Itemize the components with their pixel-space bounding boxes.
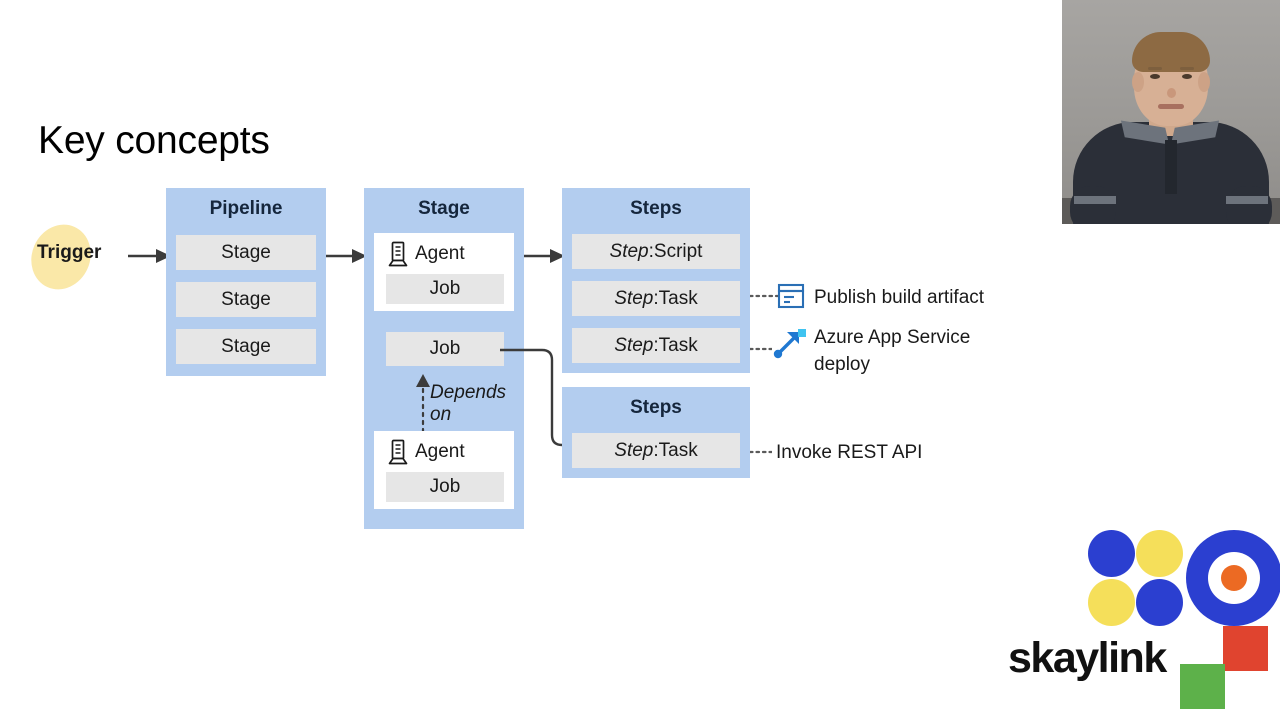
presenter-shirt-placket [1165,140,1177,194]
steps-primary-panel: Steps Step: Script Step: Task Step: Task [562,188,750,373]
stage-standalone-job[interactable]: Job [386,332,504,366]
presenter-ear-right [1198,72,1210,92]
trigger-group: Trigger [21,215,166,299]
leader-line-publish-artifact [750,294,778,298]
logo-square-green [1180,664,1225,709]
agent-row: Agent [388,439,465,465]
logo-square-red [1223,626,1268,671]
logo-circle-yellow-top-right [1136,530,1183,577]
step-kind-label: Step [614,287,654,309]
agent-label: Agent [415,243,465,264]
steps-secondary-panel: Steps Step: Task [562,387,750,478]
presenter-nose [1167,88,1176,98]
step-kind-label: Step [614,439,654,461]
step-separator: : [653,334,659,356]
presenter-sleeve-cuff-right [1226,196,1268,204]
azure-app-service-deploy-icon [773,329,806,359]
step-name-label: Task [658,439,698,461]
step-name-label: Script [653,240,703,262]
arrow-pipeline-to-stage [326,249,367,263]
steps-primary-title: Steps [630,198,682,219]
step-kind-label: Step [614,334,654,356]
step-kind-label: Step [609,240,649,262]
leader-line-invoke-rest-api [750,450,772,454]
page-title: Key concepts [38,119,270,162]
presenter-ear-left [1132,72,1144,92]
presenter-hair [1132,32,1210,72]
agent-server-icon [388,439,408,465]
pipeline-stage-1[interactable]: Stage [176,282,316,317]
presenter-eyebrow-right [1180,67,1194,70]
trigger-label: Trigger [37,242,102,263]
depends-on-label: Depends on [430,382,507,426]
pipeline-stage-0[interactable]: Stage [176,235,316,270]
annotation-azure-line-2: deploy [814,353,870,375]
presenter-eyebrow-left [1148,67,1162,70]
step-name-label: Task [658,287,698,309]
step-name-label: Task [658,334,698,356]
webcam-video-overlay[interactable] [1062,0,1280,224]
pipeline-stage-2[interactable]: Stage [176,329,316,364]
stage-panel: Stage Agent Job Job Depends on [364,188,524,529]
logo-circle-yellow-bottom-left [1088,579,1135,626]
annotation-azure-app-service-deploy: Azure App Service deploy [814,325,970,379]
step-item-task-invoke[interactable]: Step: Task [572,433,740,468]
agent-job-1[interactable]: Job [386,472,504,502]
logo-circle-blue-bottom-right [1136,579,1183,626]
annotation-invoke-rest-api: Invoke REST API [776,442,923,463]
pipeline-panel: Pipeline Stage Stage Stage [166,188,326,376]
logo-circle-blue-top-left [1088,530,1135,577]
logo-ring-center-orange [1221,565,1247,591]
step-item-task-publish[interactable]: Step: Task [572,281,740,316]
presenter-mouth [1158,104,1184,109]
agent-server-icon [388,241,408,267]
skaylink-logo: skaylink [1000,524,1280,709]
leader-line-azure-deploy [750,347,772,351]
presenter-eye-left [1150,74,1160,79]
step-separator: : [653,439,659,461]
stage-agent-1[interactable]: Agent Job [374,431,514,509]
presenter-sleeve-cuff-left [1074,196,1116,204]
presenter-arm-right [1226,186,1272,224]
arrow-stage-to-steps-primary [524,249,565,263]
presenter-arm-left [1070,186,1116,224]
step-separator: : [648,240,654,262]
publish-artifact-icon [777,283,805,309]
step-separator: : [653,287,659,309]
presenter-eye-right [1182,74,1192,79]
stage-agent-0[interactable]: Agent Job [374,233,514,311]
annotation-azure-line-1: Azure App Service [814,327,971,348]
agent-job-0[interactable]: Job [386,274,504,304]
agent-label: Agent [415,441,465,462]
step-item-task-deploy[interactable]: Step: Task [572,328,740,363]
annotation-publish-build-artifact: Publish build artifact [814,287,985,308]
stage-title: Stage [418,198,470,219]
steps-secondary-title: Steps [630,397,682,418]
agent-row: Agent [388,241,465,267]
pipeline-title: Pipeline [209,198,283,219]
step-item-script[interactable]: Step: Script [572,234,740,269]
logo-wordmark: skaylink [1008,634,1167,682]
